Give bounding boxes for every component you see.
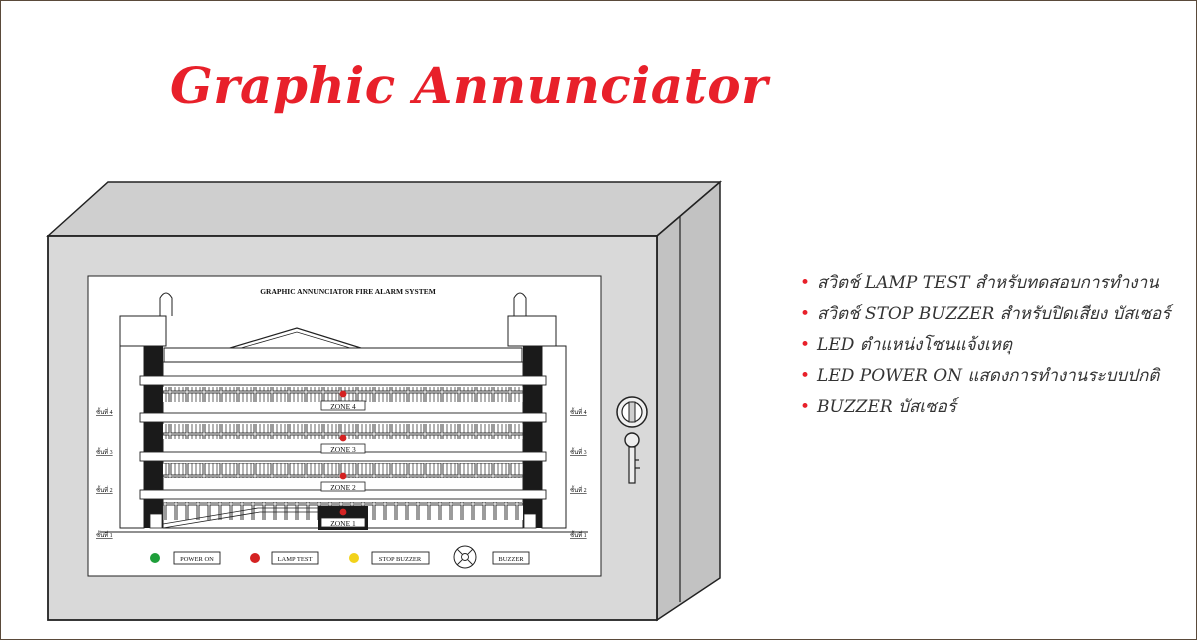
- bullet-icon: •: [800, 304, 811, 324]
- lamp-test-label: LAMP TEST: [278, 556, 313, 563]
- panel-title: GRAPHIC ANNUNCIATOR FIRE ALARM SYSTEM: [260, 287, 436, 296]
- bullet-icon: •: [800, 397, 811, 417]
- zone-4-led: [339, 390, 347, 398]
- floor-label-left-3: ชั้นที่ 3: [96, 446, 113, 456]
- page-title: Graphic Annunciator: [170, 56, 768, 115]
- zone-2-label: ZONE 2: [330, 483, 356, 492]
- feature-list: • สวิตช์ LAMP TEST สำหรับทดสอบการทำงาน • ส…: [800, 268, 1170, 423]
- feature-text: LED ตำแหน่งโซนแจ้งเหตุ: [817, 335, 1012, 355]
- lamp-test-button[interactable]: [250, 553, 260, 563]
- floor-label-left-4: ชั้นที่ 4: [96, 406, 113, 416]
- buzzer-icon: [453, 545, 477, 569]
- zone-3-label: ZONE 3: [330, 445, 356, 454]
- floor-label-left-1: ชั้นที่ 1: [96, 529, 113, 539]
- feature-text: สวิตช์ STOP BUZZER สำหรับปิดเสียง บัสเซอ…: [817, 304, 1171, 324]
- zone-1-label: ZONE 1: [330, 519, 356, 528]
- buzzer-label: BUZZER: [498, 556, 524, 563]
- zone-4-label: ZONE 4: [330, 402, 356, 411]
- floor-label-left-2: ชั้นที่ 2: [96, 484, 113, 494]
- zone-2-led: [339, 472, 347, 480]
- cabinet-top: [46, 181, 723, 237]
- cabinet-side: [656, 180, 721, 622]
- bullet-icon: •: [800, 366, 811, 386]
- feature-text: สวิตช์ LAMP TEST สำหรับทดสอบการทำงาน: [817, 273, 1159, 293]
- power-on-label: POWER ON: [180, 556, 214, 563]
- bullet-icon: •: [800, 273, 811, 293]
- stop-buzzer-label: STOP BUZZER: [379, 556, 422, 563]
- floor-label-right-1: ชั้นที่ 1: [570, 529, 587, 539]
- power-on-led: [150, 553, 160, 563]
- feature-text: LED POWER ON แสดงการทำงานระบบปกติ: [817, 366, 1160, 386]
- annunciator-cabinet: GRAPHIC ANNUNCIATOR FIRE ALARM SYSTEM ZO…: [46, 180, 723, 622]
- floor-label-right-2: ชั้นที่ 2: [570, 484, 587, 494]
- feature-item: • LED POWER ON แสดงการทำงานระบบปกติ: [800, 361, 1170, 392]
- feature-item: • LED ตำแหน่งโซนแจ้งเหตุ: [800, 330, 1170, 361]
- bullet-icon: •: [800, 335, 811, 355]
- key-icon: [616, 396, 648, 484]
- feature-text: BUZZER บัสเซอร์: [817, 397, 956, 417]
- feature-item: • BUZZER บัสเซอร์: [800, 392, 1170, 423]
- zone-1-led: [339, 508, 347, 516]
- floor-label-right-3: ชั้นที่ 3: [570, 446, 587, 456]
- stop-buzzer-button[interactable]: [349, 553, 359, 563]
- feature-item: • สวิตช์ LAMP TEST สำหรับทดสอบการทำงาน: [800, 268, 1170, 299]
- feature-item: • สวิตช์ STOP BUZZER สำหรับปิดเสียง บัสเซ…: [800, 299, 1170, 330]
- floor-label-right-4: ชั้นที่ 4: [570, 406, 587, 416]
- zone-3-led: [339, 434, 347, 442]
